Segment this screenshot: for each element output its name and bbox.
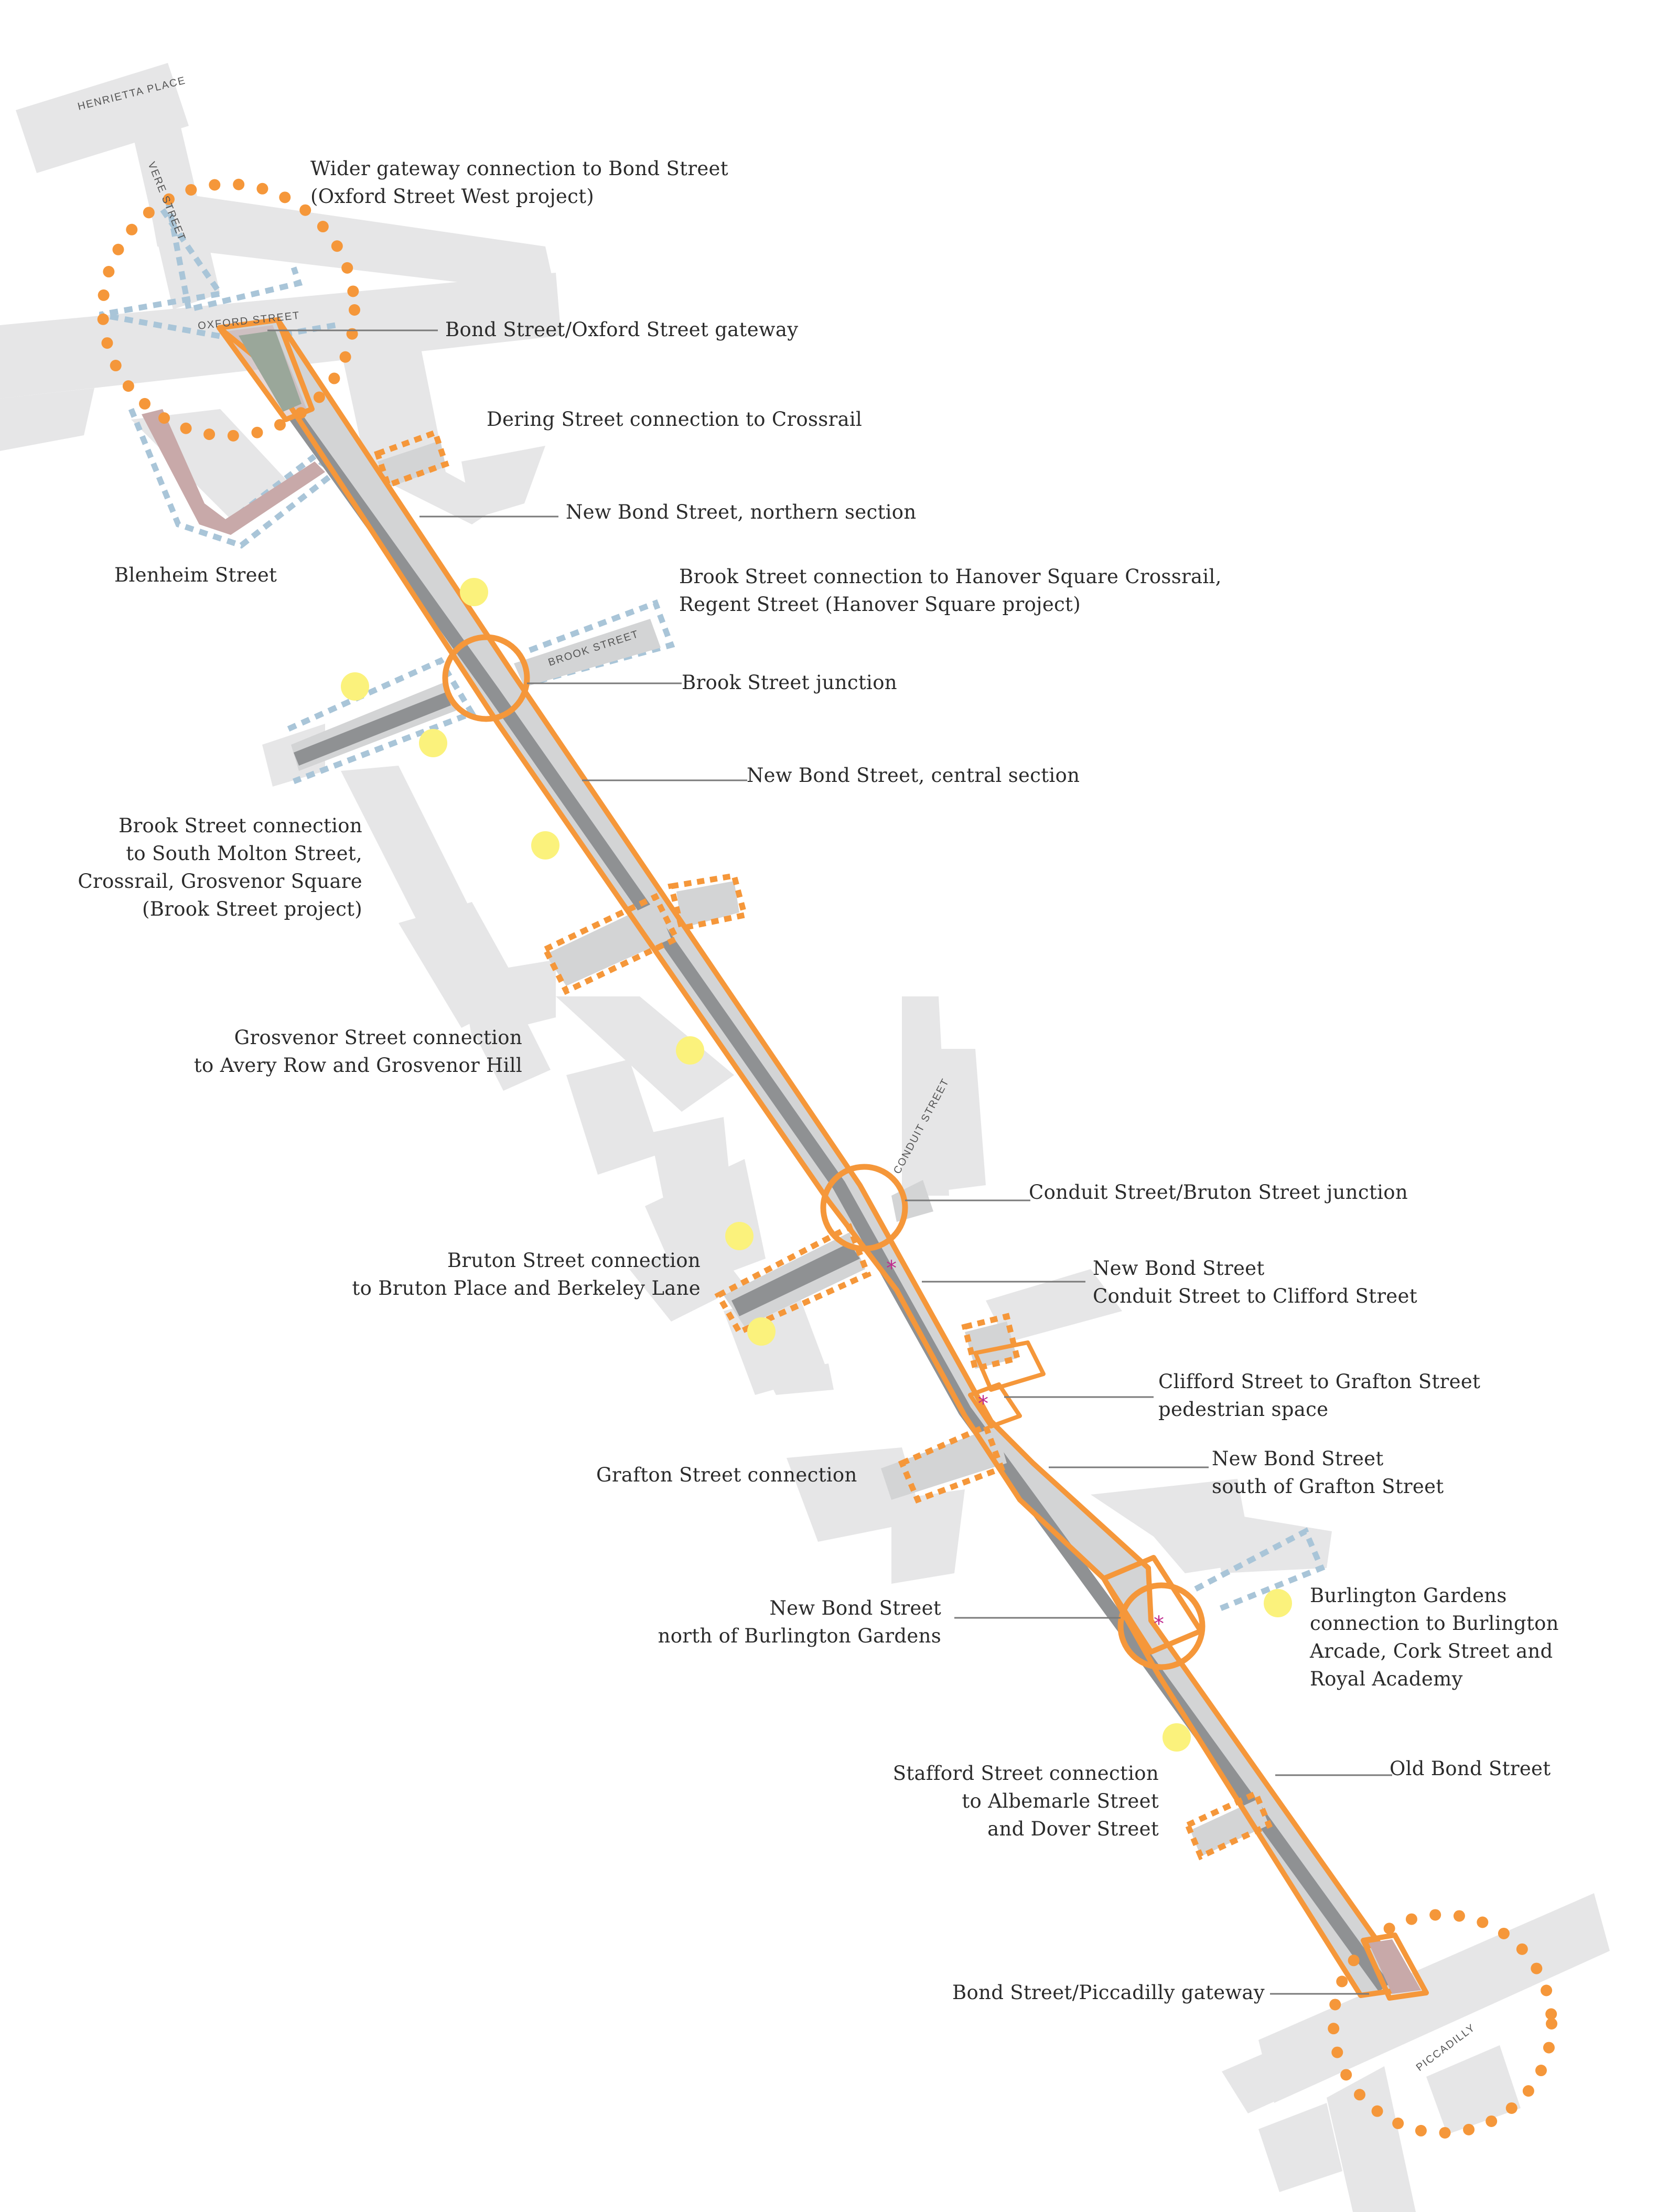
block-conduit-east [902,996,949,1196]
route-section-piccadilly-gateway [1361,1932,1429,2001]
dering-connection [374,428,449,489]
callout-blenheim-street: Blenheim Street [114,564,277,586]
callout-conduit-bruton-junction: Conduit Street/Bruton Street junction [1029,1181,1408,1204]
block-bruton-south [766,1363,834,1395]
asterisk-icon: * [1154,1612,1164,1636]
dering-street-road [378,441,446,488]
callout-grafton-street: Grafton Street connection [596,1464,857,1486]
callout-grosvenor-street: Grosvenor Street connection to Avery Row… [193,1026,522,1077]
side-streets [142,409,1269,1856]
grosvenor-street-road [545,902,671,986]
amenity-markers [341,578,1292,1752]
route-section-brook-west-bay [973,1340,1046,1392]
block-grosvenor-west [461,960,556,1038]
block-burlington-east [1206,1510,1332,1573]
grafton-street-road [881,1426,1007,1500]
bruton-street-carriageway [731,1243,860,1316]
block-bruton-place [629,1238,745,1322]
callout-oxford-gateway: Bond Street/Oxford Street gateway [445,318,799,341]
callout-central-section: New Bond Street, central section [747,764,1080,787]
callout-dering-street: Dering Street connection to Crossrail [487,408,863,431]
oxford-gateway-planting [239,330,302,412]
route-section-clifford-ped [968,1382,1022,1429]
piccadilly-gateway-circle [1328,1909,1557,2139]
block-dering-area [461,446,545,519]
block-clifford-east [986,1269,1122,1343]
amenity-marker [419,729,447,757]
callout-clifford-to-grafton: Clifford Street to Grafton Street pedest… [1158,1370,1481,1421]
stafford-connection [1183,1789,1273,1861]
amenity-marker [1264,1589,1292,1617]
grosvenor-east-road [676,881,739,928]
burlington-link [1194,1527,1326,1613]
amenity-marker [531,831,559,860]
gateway-paving [239,330,1421,1994]
callout-brook-south-molton: Brook Street connection to South Molton … [78,814,362,920]
brook-street-east-road [514,619,661,687]
amenity-marker [341,672,369,701]
callout-burlington-gardens: Burlington Gardens connection to Burling… [1310,1584,1559,1690]
asterisk-icon: * [978,1392,988,1416]
block-henrietta-place [16,63,189,173]
route-gateway-oxford [217,317,315,422]
callout-conduit-to-clifford: New Bond Street Conduit Street to Cliffo… [1093,1257,1417,1307]
amenity-marker [725,1222,754,1250]
block-piccadilly-sw [1258,2103,1342,2192]
callout-piccadilly-gateway: Bond Street/Piccadilly gateway [952,1981,1265,2004]
street-blocks [0,63,1610,2212]
piccadilly-gateway-paving [1369,1939,1421,1994]
block-oxford-south-left [0,388,94,451]
block-piccadilly-se [1426,2045,1521,2134]
brook-street-junction-circle [442,634,530,722]
amenity-marker [460,578,488,606]
callout-north-of-burlington: New Bond Street north of Burlington Gard… [658,1597,941,1647]
block-avery-row [556,996,734,1112]
callout-south-of-grafton: New Bond Street south of Grafton Street [1212,1447,1444,1498]
leader-lines [267,329,1392,1995]
block-burlington-north [1091,1479,1253,1573]
callout-wider-gateway: Wider gateway connection to Bond Street … [310,157,728,208]
connection-outlines [374,428,1273,1861]
vere-street-link [165,198,303,313]
callout-bruton-street: Bruton Street connection to Bruton Place… [352,1249,701,1300]
callout-stafford-street: Stafford Street connection to Albemarle … [892,1762,1159,1840]
block-conduit-east-b [939,1049,986,1190]
conduit-bruton-junction-circle [820,1164,908,1252]
callout-brook-hanover: Brook Street connection to Hanover Squar… [679,565,1222,616]
block-piccadilly-west [1222,2024,1353,2113]
blenheim-link [128,407,341,549]
amenity-marker [1163,1723,1191,1752]
bruton-connection [714,1223,872,1336]
callout-old-bond-street: Old Bond Street [1390,1757,1551,1780]
grosvenor-connection [541,893,681,995]
block-piccadilly-cross [1327,2066,1416,2212]
oxford-gateway-circle [97,178,360,442]
highlight-asterisks: * * * [886,1257,1164,1636]
grosvenor-east-connection [668,872,748,932]
block-grafton-west-b [891,1489,965,1584]
south-molton-link [287,657,477,785]
clifford-east-connection [961,1313,1021,1372]
asterisk-icon: * [886,1257,897,1281]
brook-street-west-carriageway [294,692,451,766]
block-oxford-north [147,189,556,294]
route-outline [217,317,1429,2001]
callout-northern-section: New Bond Street, northern section [566,501,917,523]
stafford-street-road [1190,1799,1269,1856]
amenity-marker [747,1317,776,1346]
gateway-circles [97,178,1557,2139]
callout-brook-junction: Brook Street junction [682,671,897,694]
amenity-marker [676,1036,704,1065]
junction-circles [442,634,1206,1670]
grafton-connection [898,1422,1006,1504]
burlington-junction-circle [1117,1582,1206,1670]
block-grosvenor-hill [566,1059,661,1175]
